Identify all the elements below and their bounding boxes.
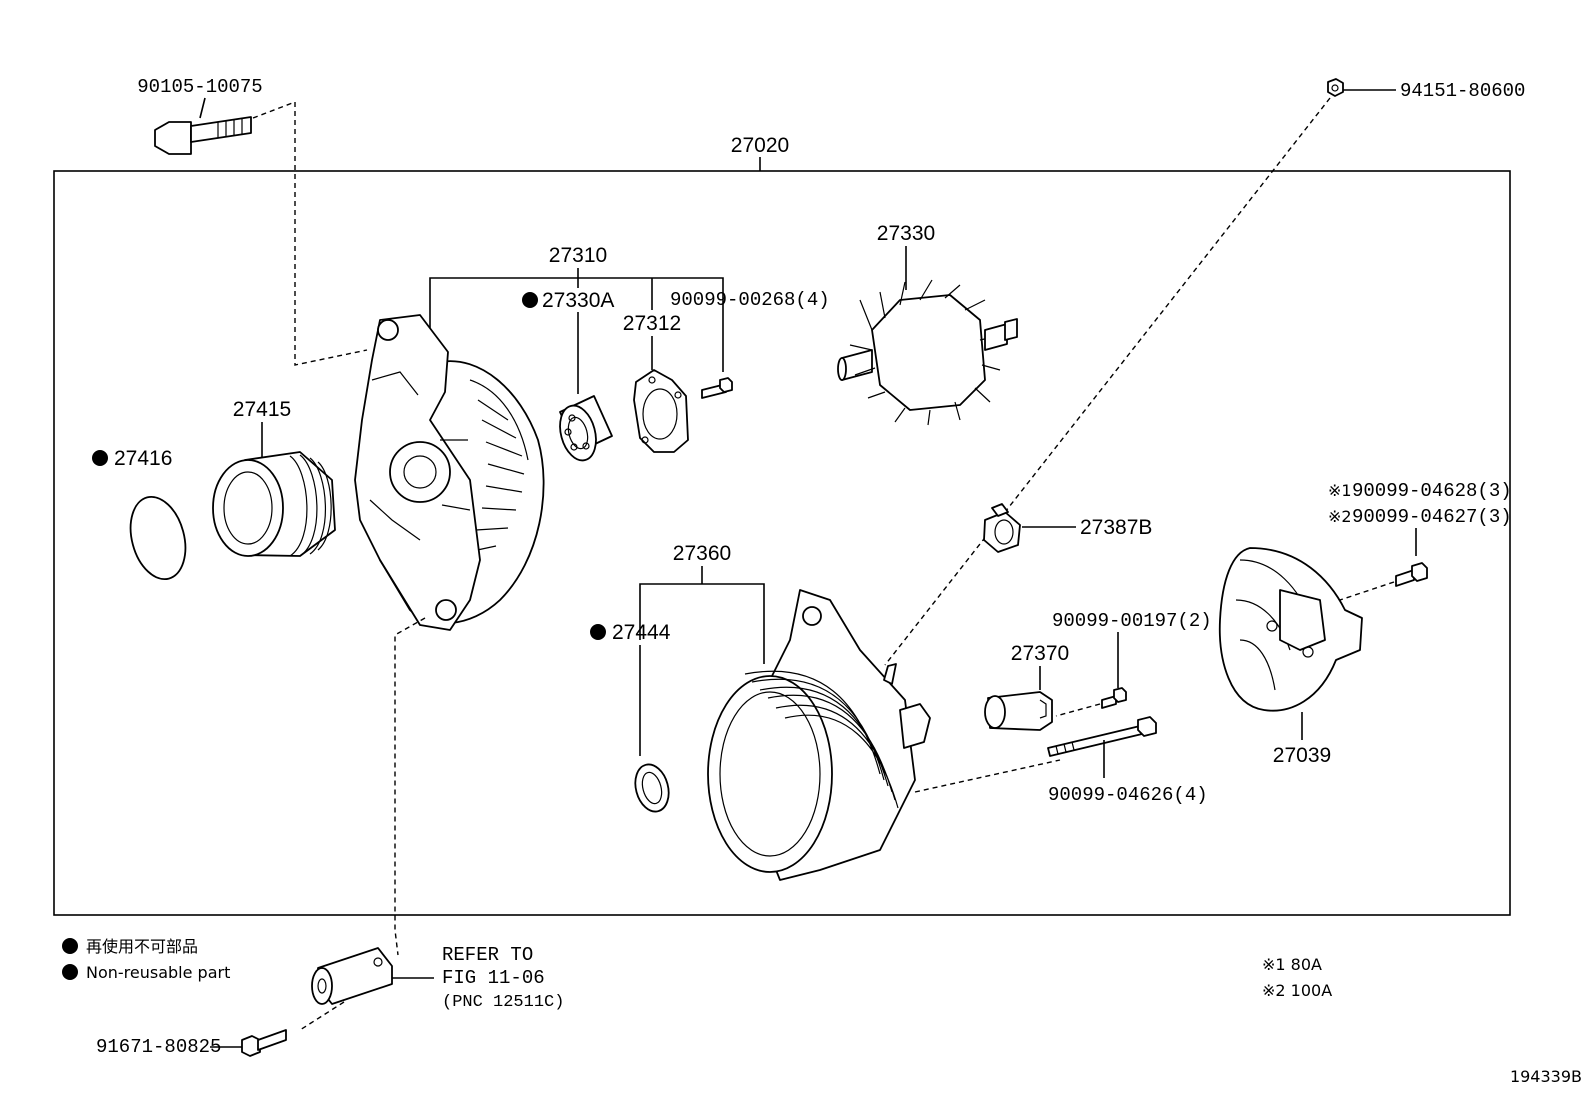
bolt-90105-icon: [154, 116, 252, 155]
drive-end-frame-icon: [354, 314, 545, 631]
label-91671-80825[interactable]: 91671-80825: [96, 1036, 221, 1058]
screw-90099-00197-icon: [1101, 687, 1127, 709]
cap-27416-icon: [129, 495, 187, 581]
label-27330[interactable]: 27330: [877, 222, 935, 245]
label-27360[interactable]: 27360: [673, 542, 731, 565]
non-reusable-dot-27444: [590, 624, 606, 640]
retainer-plate-27312-icon: [633, 369, 689, 453]
screw-90099-04628-icon: [1395, 562, 1428, 587]
label-27020[interactable]: 27020: [731, 134, 789, 157]
diagram-id: 194339B: [1510, 1067, 1582, 1086]
label-90099-00197[interactable]: 90099-00197(2): [1052, 610, 1212, 632]
screw-90099-00268-icon: [701, 377, 733, 399]
rear-frame-27360-icon: [707, 589, 931, 881]
label-27312[interactable]: 27312: [623, 312, 681, 335]
pulley-27415-icon: [212, 451, 336, 557]
label-27387B[interactable]: 27387B: [1080, 516, 1152, 539]
label-27039[interactable]: 27039: [1273, 744, 1331, 767]
refer-line2: FIG 11-06: [442, 967, 545, 989]
label-90099-04626[interactable]: 90099-04626(4): [1048, 784, 1208, 806]
label-90099-04628[interactable]: 90099-04628(3): [1352, 480, 1512, 502]
bolt-91671-icon: [241, 1029, 287, 1057]
label-27416[interactable]: 27416: [114, 447, 172, 470]
label-94151-80600[interactable]: 94151-80600: [1400, 80, 1525, 102]
assembly-frame: [53, 170, 1511, 916]
label-27370[interactable]: 27370: [1011, 642, 1069, 665]
label-90099-00268[interactable]: 90099-00268(4): [670, 289, 830, 311]
bushing-icon: [311, 947, 393, 1005]
refer-line3: (PNC 12511C): [442, 993, 564, 1012]
label-27415[interactable]: 27415: [233, 398, 291, 421]
brush-holder-27370-icon: [984, 691, 1053, 731]
note1-mark-a: ※1: [1328, 481, 1352, 500]
label-27444[interactable]: 27444: [612, 621, 671, 644]
refer-line1: REFER TO: [442, 944, 533, 966]
legend-dot-en: [62, 964, 78, 980]
note-100A: ※2 100A: [1262, 981, 1332, 1000]
rear-cover-27039-icon: [1218, 547, 1363, 712]
non-reusable-dot-27330A: [522, 292, 538, 308]
legend-jp: 再使用不可部品: [86, 937, 198, 956]
label-27310[interactable]: 27310: [549, 244, 607, 267]
label-90099-04627[interactable]: 90099-04627(3): [1352, 506, 1512, 528]
bearing-27330A-icon: [559, 395, 613, 462]
non-reusable-dot-27416: [92, 450, 108, 466]
note-80A: ※1 80A: [1262, 955, 1322, 974]
legend-dot-jp: [62, 938, 78, 954]
bolt-90099-04626-icon: [1047, 716, 1157, 757]
note2-mark-a: ※2: [1328, 507, 1352, 526]
nut-94151-icon: [1327, 78, 1344, 97]
rotor-27330-icon: [837, 279, 1018, 426]
legend-en: Non-reusable part: [86, 963, 230, 982]
seal-27444-icon: [634, 763, 670, 813]
label-27330A[interactable]: 27330A: [542, 289, 614, 312]
label-90105-10075[interactable]: 90105-10075: [137, 76, 262, 98]
insulator-27387B-icon: [983, 503, 1021, 553]
